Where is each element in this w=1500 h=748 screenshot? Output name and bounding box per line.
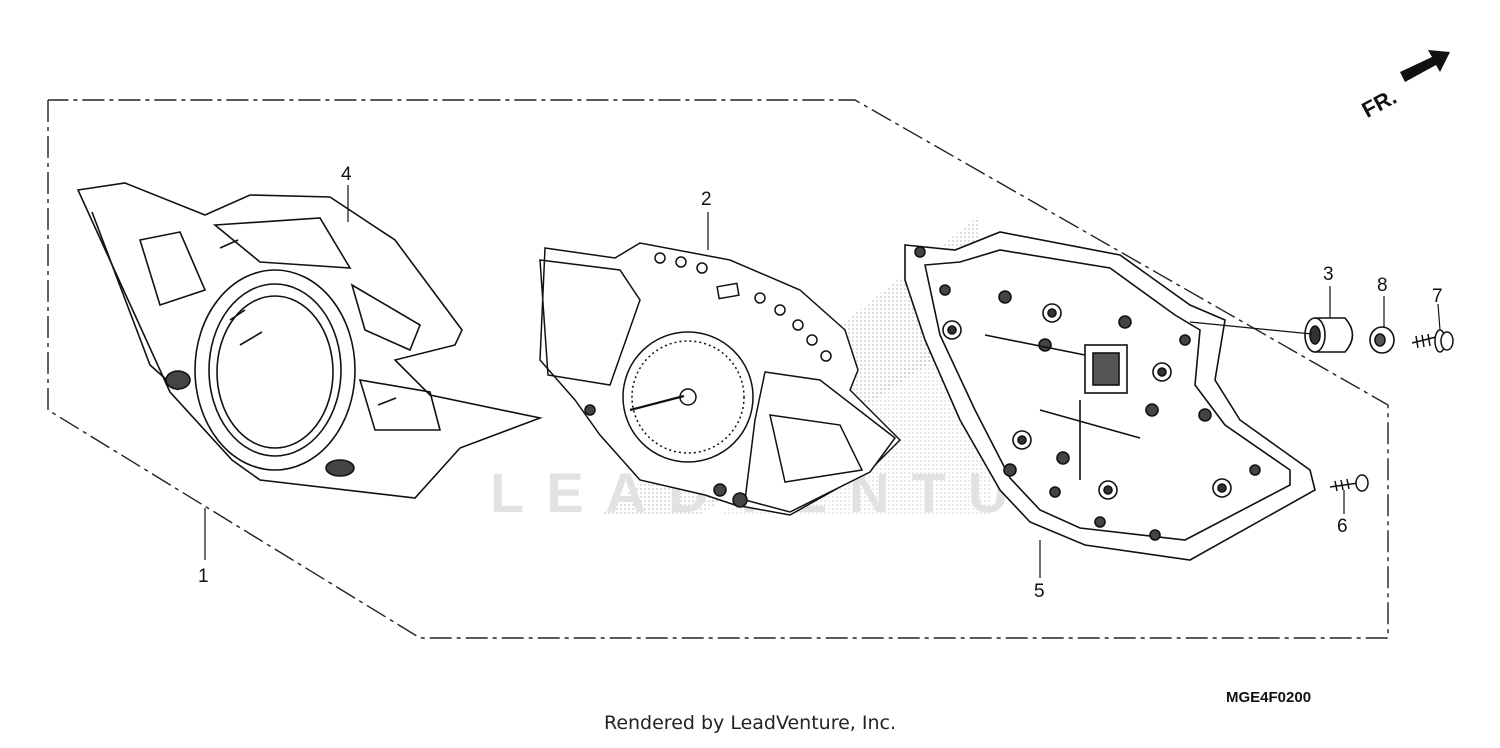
callout-7[interactable]: 7 xyxy=(1432,286,1443,307)
grommet-icon xyxy=(1304,317,1354,353)
footer-credit: Rendered by LeadVenture, Inc. xyxy=(603,712,897,734)
callout-3[interactable]: 3 xyxy=(1323,264,1334,285)
callout-5[interactable]: 5 xyxy=(1034,581,1045,602)
lower-meter-case-icon xyxy=(904,231,1316,561)
meter-unit-icon xyxy=(539,242,902,516)
collar-icon xyxy=(1369,326,1395,354)
callout-2[interactable]: 2 xyxy=(701,189,712,210)
front-direction-label: FR. xyxy=(1358,84,1401,123)
callout-6[interactable]: 6 xyxy=(1337,516,1348,537)
upper-meter-case-icon xyxy=(76,182,543,499)
meter-assembly-outline xyxy=(47,99,1389,639)
tapping-screw-icon xyxy=(1329,474,1369,492)
diagram-part-code: MGE4F0200 xyxy=(1226,689,1311,706)
callout-4[interactable]: 4 xyxy=(341,164,352,185)
callout-1[interactable]: 1 xyxy=(198,566,209,587)
callout-8[interactable]: 8 xyxy=(1377,275,1388,296)
front-direction-arrow-icon: FR. xyxy=(1358,50,1450,123)
leader-lines xyxy=(204,185,1441,578)
screw-with-washer-icon xyxy=(1411,329,1454,353)
